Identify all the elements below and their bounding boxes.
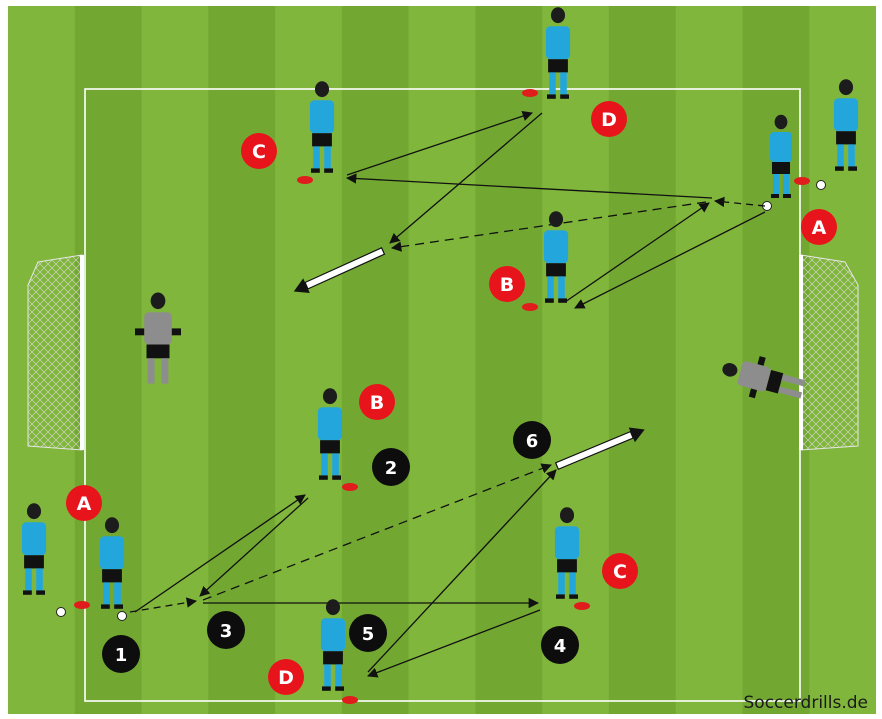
marker-b: B bbox=[489, 266, 525, 302]
cone bbox=[794, 177, 810, 185]
svg-text:C: C bbox=[613, 561, 627, 583]
pitch-stripe bbox=[208, 6, 276, 714]
position-markers: A A B B C C D D bbox=[66, 101, 837, 695]
step-4: 4 bbox=[541, 626, 579, 664]
step-1: 1 bbox=[102, 635, 140, 673]
shot-arrow bbox=[554, 427, 645, 471]
svg-text:1: 1 bbox=[115, 645, 128, 666]
marker-d: D bbox=[591, 101, 627, 137]
pass-arrow bbox=[367, 609, 541, 678]
pitch-stripes bbox=[74, 6, 810, 714]
watermark-credit: Soccerdrills.de bbox=[743, 693, 869, 713]
svg-text:2: 2 bbox=[385, 458, 398, 479]
cone bbox=[522, 89, 538, 97]
sequence-markers: 1 2 3 4 5 6 bbox=[102, 421, 579, 673]
pass-arrow bbox=[367, 469, 557, 673]
marker-c: C bbox=[602, 553, 638, 589]
balls bbox=[56, 180, 826, 621]
cone bbox=[342, 483, 358, 491]
svg-text:6: 6 bbox=[526, 431, 539, 452]
pass-arrow bbox=[345, 173, 713, 199]
dashed-run bbox=[390, 201, 707, 252]
shot-arrows bbox=[293, 247, 645, 471]
svg-text:A: A bbox=[812, 217, 827, 239]
pass-arrow bbox=[199, 497, 309, 597]
svg-text:4: 4 bbox=[554, 636, 567, 657]
pitch-stripe bbox=[475, 6, 543, 714]
svg-text:C: C bbox=[252, 141, 266, 163]
shot-arrow bbox=[293, 247, 386, 293]
pass-arrow bbox=[346, 111, 533, 176]
svg-text:A: A bbox=[77, 493, 92, 515]
pass-arrow bbox=[134, 494, 306, 613]
cones bbox=[74, 89, 810, 704]
svg-text:B: B bbox=[370, 392, 384, 414]
step-6: 6 bbox=[513, 421, 551, 459]
movement-lines bbox=[129, 111, 766, 678]
cone bbox=[342, 696, 358, 704]
svg-text:D: D bbox=[278, 667, 294, 689]
cone bbox=[574, 602, 590, 610]
ball bbox=[816, 180, 826, 190]
cone bbox=[74, 601, 90, 609]
cone bbox=[297, 176, 313, 184]
svg-text:D: D bbox=[601, 109, 617, 131]
pitch-stripe bbox=[341, 6, 409, 714]
step-3: 3 bbox=[207, 611, 245, 649]
svg-text:3: 3 bbox=[220, 621, 233, 642]
svg-text:5: 5 bbox=[362, 624, 375, 645]
pass-arrow bbox=[389, 112, 543, 244]
marker-b: B bbox=[359, 384, 395, 420]
marker-a: A bbox=[66, 485, 102, 521]
marker-c: C bbox=[241, 133, 277, 169]
step-5: 5 bbox=[349, 614, 387, 652]
marker-d: D bbox=[268, 659, 304, 695]
ball bbox=[117, 611, 127, 621]
dashed-run bbox=[202, 463, 552, 601]
right-goal bbox=[799, 254, 859, 451]
cone bbox=[522, 303, 538, 311]
marker-a: A bbox=[801, 209, 837, 245]
svg-text:B: B bbox=[500, 274, 514, 296]
pass-arrow bbox=[564, 202, 710, 303]
dashed-run bbox=[713, 196, 766, 208]
ball bbox=[56, 607, 66, 617]
pass-arrow bbox=[574, 211, 766, 309]
left-goal bbox=[27, 254, 84, 451]
step-2: 2 bbox=[372, 448, 410, 486]
